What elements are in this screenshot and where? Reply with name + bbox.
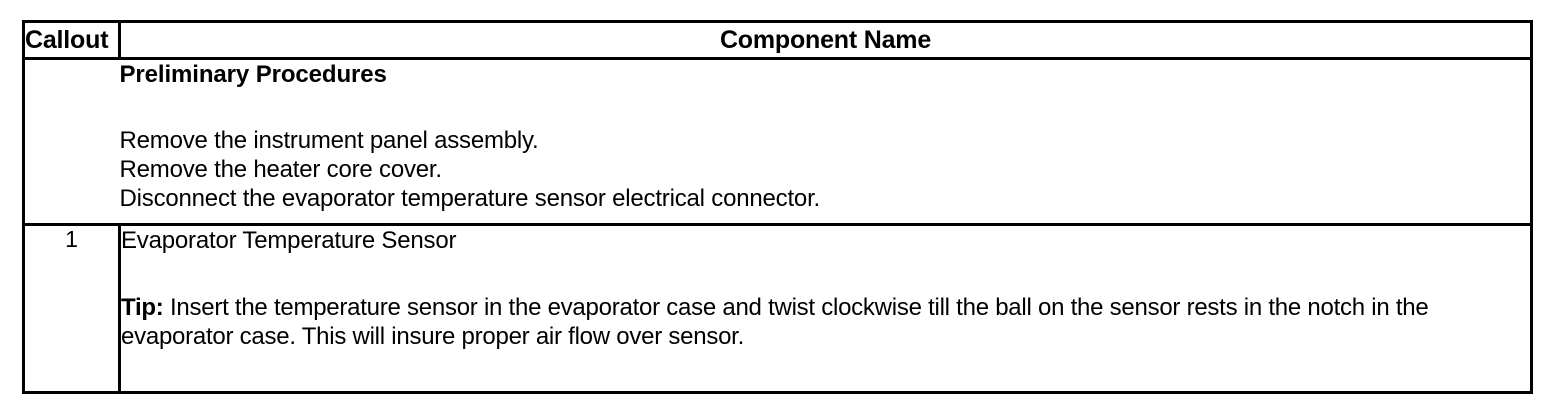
preliminary-procedure-item: Remove the heater core cover. bbox=[119, 156, 443, 183]
spacer bbox=[120, 90, 1531, 126]
column-header-component-name: Component Name bbox=[118, 20, 1533, 60]
component-name-text: Evaporator Temperature Sensor bbox=[121, 227, 457, 254]
tip-note: Tip: Insert the temperature sensor in th… bbox=[121, 293, 1530, 351]
callout-cell-empty bbox=[22, 57, 120, 226]
callout-number: 1 bbox=[22, 223, 121, 394]
spacer bbox=[121, 256, 1530, 293]
component-detail-cell: Evaporator Temperature Sensor Tip: Inser… bbox=[118, 223, 1533, 394]
preliminary-procedure-item: Disconnect the evaporator temperature se… bbox=[119, 185, 821, 212]
column-header-callout: Callout bbox=[22, 20, 121, 60]
table-row: 1 Evaporator Temperature Sensor Tip: Ins… bbox=[22, 223, 1533, 394]
table-row: Preliminary Procedures Remove the instru… bbox=[22, 57, 1533, 226]
procedure-table: Callout Component Name Preliminary Proce… bbox=[22, 20, 1533, 394]
tip-label: Tip: bbox=[121, 294, 164, 321]
preliminary-procedures-title: Preliminary Procedures bbox=[119, 61, 387, 88]
preliminary-procedure-item: Remove the instrument panel assembly. bbox=[119, 127, 539, 154]
tip-body-text: Insert the temperature sensor in the eva… bbox=[121, 294, 1429, 350]
preliminary-procedures-cell: Preliminary Procedures Remove the instru… bbox=[119, 57, 1533, 226]
table-header-row: Callout Component Name bbox=[22, 20, 1533, 60]
